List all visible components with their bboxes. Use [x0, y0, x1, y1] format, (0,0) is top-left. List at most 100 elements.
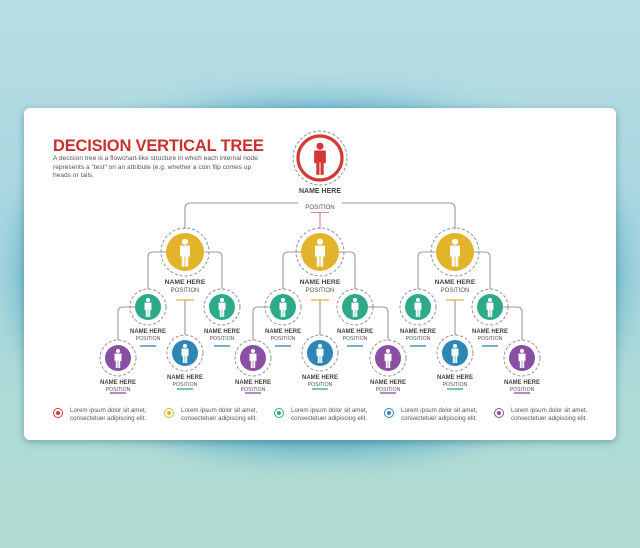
tree-node-purple[interactable]: [502, 338, 542, 378]
node-name: NAME HERE: [203, 329, 240, 335]
person-icon: [160, 227, 210, 277]
node-position: POSITION: [240, 387, 266, 393]
target-icon: [274, 408, 284, 418]
node-name: NAME HERE: [336, 329, 373, 335]
node-position: POSITION: [509, 387, 535, 393]
legend-item-teal: Lorem ipsum dolor sit amet, consectetuer…: [274, 407, 386, 423]
node-name: NAME HERE: [99, 380, 136, 386]
target-icon: [494, 408, 504, 418]
tree-node-purple[interactable]: [368, 338, 408, 378]
legend-text: Lorem ipsum dolor sit amet, consectetuer…: [401, 407, 478, 422]
node-label: NAME HERE POSITION: [213, 379, 293, 394]
tree-node-teal[interactable]: [470, 287, 510, 327]
node-label: NAME HERE POSITION: [108, 328, 188, 343]
node-name: NAME HERE: [434, 279, 476, 286]
node-label: NAME HERE POSITION: [450, 328, 530, 343]
node-position: POSITION: [405, 336, 431, 342]
tree-node-blue[interactable]: [165, 333, 205, 373]
node-name: NAME HERE: [471, 329, 508, 335]
tree-node-red[interactable]: [291, 129, 349, 187]
node-position: POSITION: [442, 382, 468, 388]
person-icon: [166, 334, 204, 372]
person-icon: [203, 288, 241, 326]
node-position: POSITION: [375, 387, 401, 393]
tree-node-teal[interactable]: [128, 287, 168, 327]
legend-text: Lorem ipsum dolor sit amet, consectetuer…: [291, 407, 368, 422]
node-position: POSITION: [209, 336, 235, 342]
node-position: POSITION: [170, 287, 200, 294]
node-label: NAME HERE POSITION: [315, 328, 395, 343]
node-position: POSITION: [105, 387, 131, 393]
tree-node-yellow[interactable]: [294, 226, 346, 278]
node-position: POSITION: [342, 336, 368, 342]
node-label: NAME HERE POSITION: [415, 279, 495, 296]
tree-node-blue[interactable]: [435, 333, 475, 373]
node-name: NAME HERE: [301, 375, 338, 381]
person-icon: [292, 130, 348, 186]
person-icon: [234, 339, 272, 377]
page-title: DECISION VERTICAL TREE: [53, 137, 264, 155]
node-position: POSITION: [307, 382, 333, 388]
person-icon: [399, 288, 437, 326]
legend-item-red: Lorem ipsum dolor sit amet, consectetuer…: [53, 407, 165, 423]
legend-item-purple: Lorem ipsum dolor sit amet, consectetuer…: [494, 407, 606, 423]
node-position: POSITION: [305, 287, 335, 294]
node-label: NAME HERE POSITION: [348, 379, 428, 394]
person-icon: [301, 334, 339, 372]
node-label: NAME HERE POSITION: [280, 374, 360, 389]
node-name: NAME HERE: [369, 380, 406, 386]
node-name: NAME HERE: [299, 279, 341, 286]
node-name: NAME HERE: [298, 188, 341, 195]
person-icon: [369, 339, 407, 377]
person-icon: [99, 339, 137, 377]
legend-text: Lorem ipsum dolor sit amet, consectetuer…: [70, 407, 147, 422]
tree-node-teal[interactable]: [398, 287, 438, 327]
tree-node-teal[interactable]: [335, 287, 375, 327]
node-name: NAME HERE: [129, 329, 166, 335]
person-icon: [471, 288, 509, 326]
legend-item-blue: Lorem ipsum dolor sit amet, consectetuer…: [384, 407, 496, 423]
legend-item-yellow: Lorem ipsum dolor sit amet, consectetuer…: [164, 407, 276, 423]
node-label: NAME HERE POSITION: [78, 379, 158, 394]
node-position: POSITION: [270, 336, 296, 342]
target-icon: [384, 408, 394, 418]
page-description: A decision tree is a flowchart-like stru…: [53, 155, 258, 180]
person-icon: [295, 227, 345, 277]
person-icon: [336, 288, 374, 326]
node-label: NAME HERE POSITION: [280, 187, 360, 214]
node-label: NAME HERE POSITION: [243, 328, 323, 343]
target-icon: [53, 408, 63, 418]
node-name: NAME HERE: [166, 375, 203, 381]
node-label: NAME HERE POSITION: [378, 328, 458, 343]
tree-node-yellow[interactable]: [429, 226, 481, 278]
node-label: NAME HERE POSITION: [280, 279, 360, 296]
tree-node-yellow[interactable]: [159, 226, 211, 278]
tree-node-teal[interactable]: [202, 287, 242, 327]
node-name: NAME HERE: [399, 329, 436, 335]
target-icon: [164, 408, 174, 418]
person-icon: [264, 288, 302, 326]
node-label: NAME HERE POSITION: [145, 374, 225, 389]
node-name: NAME HERE: [436, 375, 473, 381]
tree-node-purple[interactable]: [233, 338, 273, 378]
tree-node-purple[interactable]: [98, 338, 138, 378]
node-name: NAME HERE: [164, 279, 206, 286]
node-label: NAME HERE POSITION: [482, 379, 562, 394]
node-position: POSITION: [440, 287, 470, 294]
node-label: NAME HERE POSITION: [182, 328, 262, 343]
node-position: POSITION: [477, 336, 503, 342]
node-label: NAME HERE POSITION: [145, 279, 225, 296]
person-icon: [436, 334, 474, 372]
tree-node-blue[interactable]: [300, 333, 340, 373]
person-icon: [430, 227, 480, 277]
person-icon: [129, 288, 167, 326]
node-name: NAME HERE: [503, 380, 540, 386]
tree-node-teal[interactable]: [263, 287, 303, 327]
person-icon: [503, 339, 541, 377]
node-name: NAME HERE: [234, 380, 271, 386]
legend-text: Lorem ipsum dolor sit amet, consectetuer…: [511, 407, 588, 422]
node-name: NAME HERE: [264, 329, 301, 335]
node-label: NAME HERE POSITION: [415, 374, 495, 389]
node-position: POSITION: [302, 204, 338, 212]
